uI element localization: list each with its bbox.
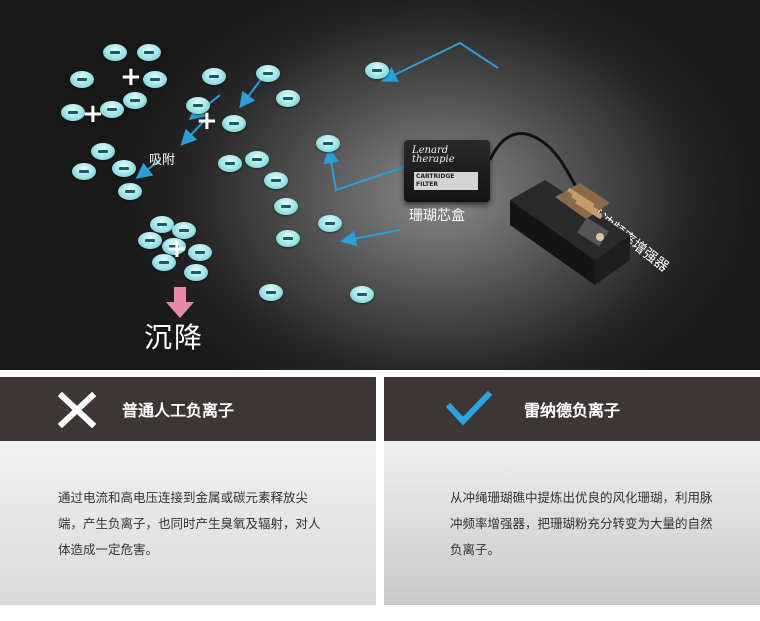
arrow-c <box>180 119 206 146</box>
positive-ion: + <box>82 99 104 129</box>
negative-ion <box>172 222 196 239</box>
negative-ion <box>202 68 226 85</box>
negative-ion <box>264 172 288 189</box>
negative-ion <box>61 104 85 121</box>
cartridge-label: 珊瑚芯盒 <box>409 208 465 224</box>
panel-title: 普通人工负离子 <box>122 401 235 420</box>
negative-ion <box>91 143 115 160</box>
negative-ion <box>112 160 136 177</box>
negative-ion <box>150 216 174 233</box>
cable <box>488 132 580 191</box>
negative-ion <box>152 254 176 271</box>
negative-ion <box>365 62 389 79</box>
cartridge-tag: CARTRIDGE FILTER <box>414 172 478 190</box>
panel-description: 从冲绳珊瑚礁中提炼出优良的风化珊瑚，利用脉冲频率增强器，把珊瑚粉充分转变为大量的… <box>450 490 713 557</box>
sink-label: 沉降 <box>144 321 205 354</box>
ordinary-ion-panel: 普通人工负离子 通过电流和高电压连接到金属或碳元素释放尖端，产生负离子，也同时产… <box>0 377 376 621</box>
negative-ion <box>350 286 374 303</box>
cartridge-brand: Lenard therapie <box>412 145 455 165</box>
cross-icon <box>58 392 96 428</box>
panel-description: 通过电流和高电压连接到金属或碳元素释放尖端，产生负离子，也同时产生臭氧及辐射，对… <box>58 490 321 557</box>
panel-header: 普通人工负离子 <box>0 377 376 441</box>
negative-ion <box>218 155 242 172</box>
negative-ion <box>256 65 280 82</box>
panel-body: 从冲绳珊瑚礁中提炼出优良的风化珊瑚，利用脉冲频率增强器，把珊瑚粉充分转变为大量的… <box>384 441 760 605</box>
negative-ion <box>184 264 208 281</box>
arrow-low <box>340 229 401 247</box>
negative-ion <box>143 71 167 88</box>
coral-cartridge: Lenard therapie CARTRIDGE FILTER <box>404 140 490 202</box>
pulse-device <box>510 180 630 285</box>
lenard-ion-panel: 雷纳德负离子 从冲绳珊瑚礁中提炼出优良的风化珊瑚，利用脉冲频率增强器，把珊瑚粉充… <box>384 377 760 621</box>
sink-arrow <box>166 287 194 318</box>
negative-ion <box>138 232 162 249</box>
panel-header: 雷纳德负离子 <box>384 377 760 441</box>
negative-ion <box>222 115 246 132</box>
ion-illustration: + + + + 吸附 沉降 珊瑚芯盒 脉冲频率增强器 Lenard therap… <box>0 0 760 370</box>
negative-ion <box>123 92 147 109</box>
negative-ion <box>70 71 94 88</box>
panel-body: 通过电流和高电压连接到金属或碳元素释放尖端，产生负离子，也同时产生臭氧及辐射，对… <box>0 441 376 605</box>
negative-ion <box>100 101 124 118</box>
arrow-a <box>239 77 263 109</box>
positive-ion: + <box>166 234 188 264</box>
check-icon <box>446 391 492 426</box>
negative-ion <box>259 284 283 301</box>
negative-ion <box>188 244 212 261</box>
adsorb-label: 吸附 <box>149 153 176 168</box>
negative-ion <box>276 90 300 107</box>
positive-ion: + <box>120 62 142 92</box>
negative-ion <box>276 230 300 247</box>
positive-ion: + <box>196 106 218 136</box>
negative-ion <box>118 183 142 200</box>
negative-ion <box>103 44 127 61</box>
negative-ion <box>137 44 161 61</box>
arrow-mid <box>323 147 411 192</box>
negative-ion <box>318 215 342 232</box>
negative-ion <box>245 151 269 168</box>
negative-ion <box>186 97 210 114</box>
negative-ion <box>162 238 186 255</box>
negative-ion <box>72 163 96 180</box>
arrow-top-right <box>380 41 499 82</box>
arrow-d <box>135 159 161 179</box>
negative-ion <box>316 135 340 152</box>
negative-ion <box>274 198 298 215</box>
panel-title: 雷纳德负离子 <box>524 401 621 420</box>
